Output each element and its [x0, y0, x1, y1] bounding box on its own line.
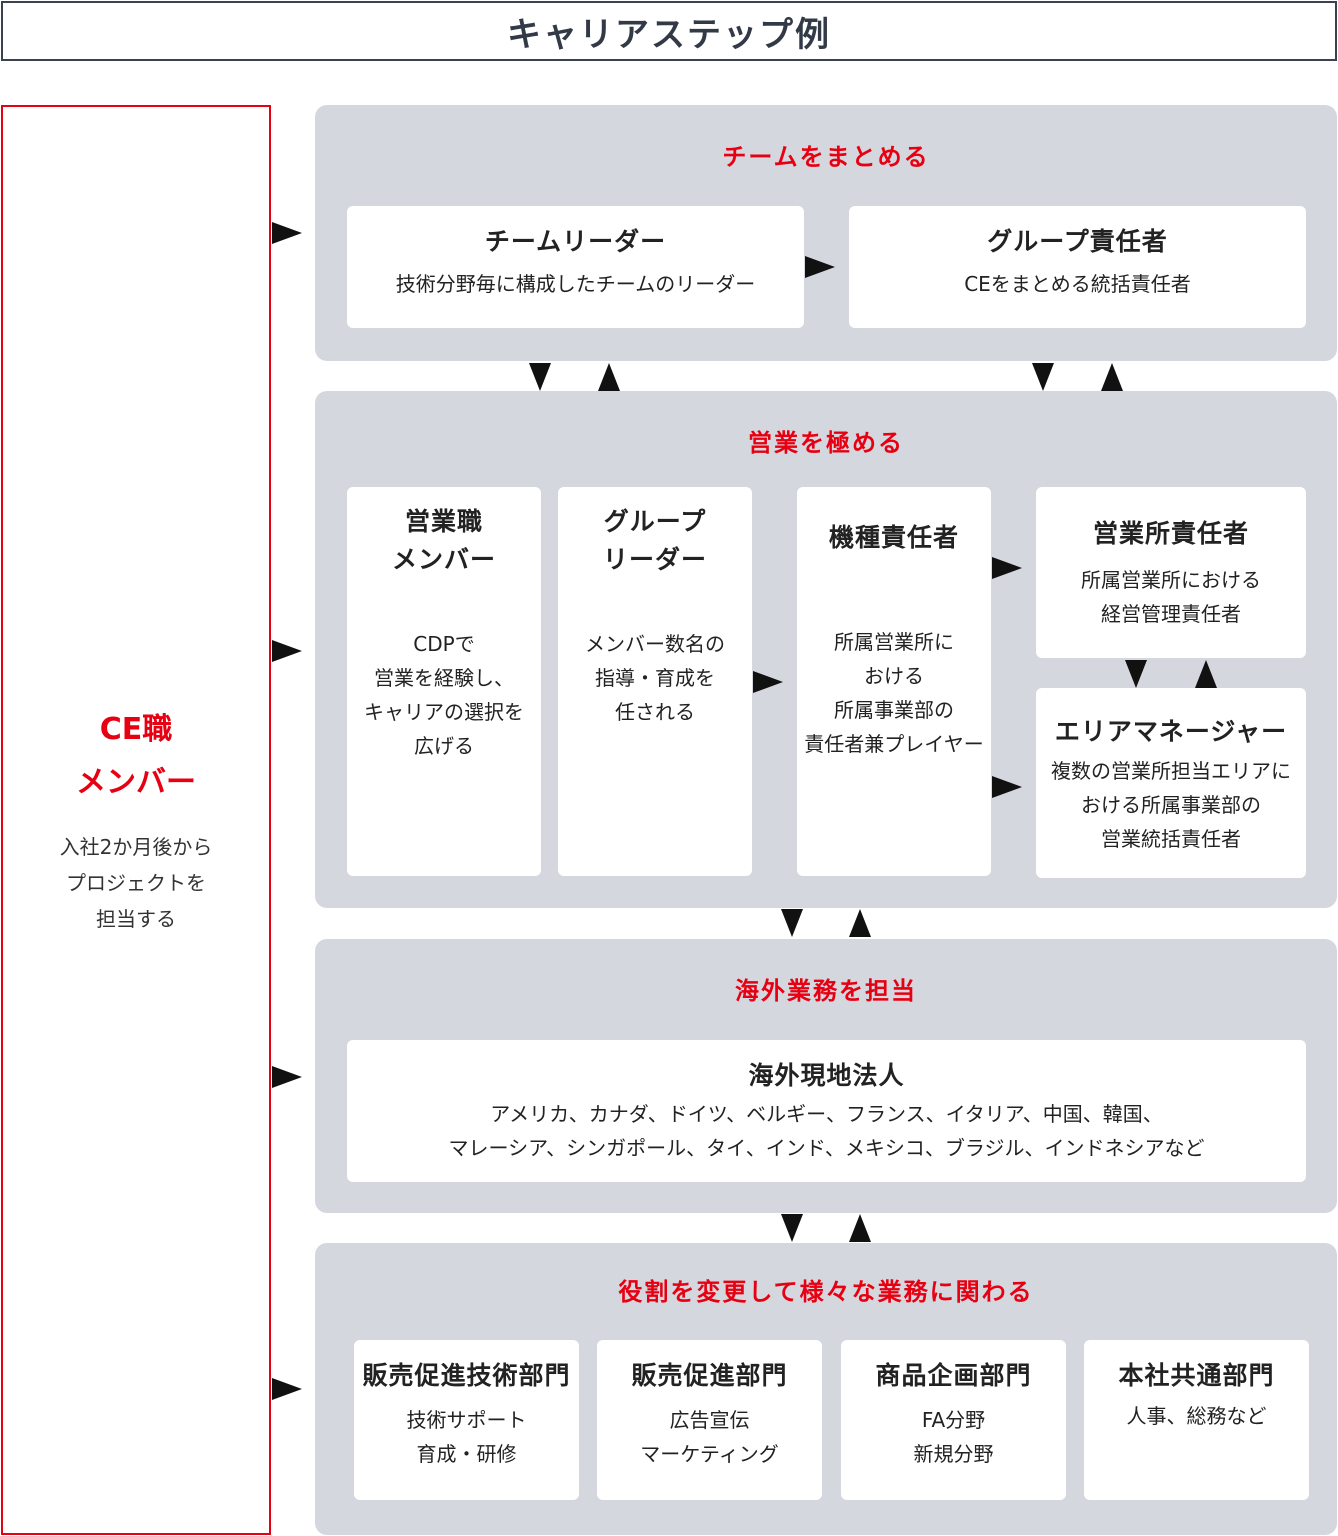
- card-desc: 任される: [615, 700, 695, 724]
- panel-title: 営業を極める: [748, 429, 904, 457]
- card-desc: FA分野: [921, 1408, 986, 1432]
- right-arrow-icon: [753, 671, 783, 693]
- right-arrow-icon: [272, 1378, 302, 1400]
- card-desc: 複数の営業所担当エリアに: [1051, 759, 1291, 783]
- card-title: 販売促進技術部門: [362, 1361, 571, 1390]
- panel-team-lead: チームをまとめる チームリーダー 技術分野毎に構成したチームのリーダー グループ…: [315, 105, 1337, 361]
- card-desc: 人事、総務など: [1126, 1404, 1267, 1428]
- card-title-line2: リーダー: [602, 545, 707, 574]
- up-arrow-icon: [598, 363, 620, 391]
- card-title: 本社共通部門: [1118, 1361, 1275, 1390]
- card-title: 商品企画部門: [875, 1361, 1032, 1390]
- card-title: 機種責任者: [828, 523, 959, 552]
- page-title-box: キャリアステップ例: [1, 1, 1337, 61]
- card-desc: 技術サポート: [406, 1408, 527, 1432]
- card-area-manager: エリアマネージャー 複数の営業所担当エリアに おける所属事業部の 営業統括責任者: [1036, 688, 1306, 878]
- card-title: 海外現地法人: [748, 1061, 905, 1090]
- card-product-planning: 商品企画部門 FA分野 新規分野: [841, 1340, 1066, 1500]
- up-arrow-icon: [1195, 660, 1217, 688]
- card-head-office: 本社共通部門 人事、総務など: [1084, 1340, 1309, 1500]
- up-arrow-icon: [849, 909, 871, 937]
- card-group-leader: グループ リーダー メンバー数名の 指導・育成を 任される: [558, 487, 752, 876]
- right-arrow-icon: [805, 256, 835, 278]
- panel-various-roles: 役割を変更して様々な業務に関わる 販売促進技術部門 技術サポート 育成・研修 販…: [315, 1243, 1337, 1535]
- card-team-leader: チームリーダー 技術分野毎に構成したチームのリーダー: [347, 206, 804, 328]
- card-desc: おける所属事業部の: [1081, 793, 1261, 817]
- card-title-line2: メンバー: [391, 545, 496, 574]
- card-desc: 責任者兼プレイヤー: [804, 732, 984, 756]
- card-desc: 広げる: [414, 734, 474, 758]
- card-desc: アメリカ、カナダ、ドイツ、ベルギー、フランス、イタリア、中国、韓国、: [490, 1102, 1163, 1126]
- card-desc: 営業を経験し、: [374, 666, 514, 690]
- ce-member-title-line2: メンバー: [76, 765, 196, 800]
- down-arrow-icon: [1032, 363, 1054, 391]
- ce-member-title: CE職: [99, 712, 173, 747]
- card-desc: 所属営業所に: [834, 630, 954, 654]
- card-title: グループ: [603, 507, 707, 536]
- card-desc: おける: [864, 664, 924, 688]
- card-title: チームリーダー: [484, 227, 667, 256]
- right-arrow-icon: [272, 222, 302, 244]
- panel-title: 海外業務を担当: [735, 977, 917, 1005]
- card-desc: マーケティング: [640, 1442, 779, 1466]
- ce-member-desc-line2: プロジェクトを: [66, 871, 206, 895]
- card-desc: 経営管理責任者: [1101, 602, 1241, 626]
- card-title: エリアマネージャー: [1054, 717, 1288, 746]
- up-arrow-icon: [1101, 363, 1123, 391]
- down-arrow-icon: [781, 1214, 803, 1242]
- ce-member-desc-line3: 担当する: [96, 907, 176, 931]
- card-desc: 育成・研修: [416, 1442, 517, 1466]
- card-desc: 営業統括責任者: [1101, 827, 1241, 851]
- panel-title: 役割を変更して様々な業務に関わる: [618, 1278, 1034, 1306]
- card-desc: キャリアの選択を: [364, 700, 524, 724]
- card-desc: 指導・育成を: [595, 666, 715, 690]
- down-arrow-icon: [781, 909, 803, 937]
- card-title: 販売促進部門: [631, 1361, 788, 1390]
- right-arrow-icon: [992, 557, 1022, 579]
- panel-overseas: 海外業務を担当 海外現地法人 アメリカ、カナダ、ドイツ、ベルギー、フランス、イタ…: [315, 939, 1337, 1213]
- page-title: キャリアステップ例: [507, 14, 831, 55]
- card-desc: CEをまとめる統括責任者: [964, 272, 1191, 296]
- panel-sales: 営業を極める 営業職 メンバー CDPで 営業を経験し、 キャリアの選択を 広げ…: [315, 391, 1337, 908]
- ce-member-box: CE職 メンバー 入社2か月後から プロジェクトを 担当する: [1, 105, 271, 1535]
- card-desc: 所属事業部の: [834, 698, 954, 722]
- card-desc: 技術分野毎に構成したチームのリーダー: [395, 272, 756, 296]
- card-desc: マレーシア、シンガポール、タイ、インド、メキシコ、ブラジル、インドネシアなど: [448, 1136, 1205, 1160]
- card-group-manager: グループ責任者 CEをまとめる統括責任者: [849, 206, 1306, 328]
- card-desc: 所属営業所における: [1081, 568, 1261, 592]
- up-arrow-icon: [849, 1214, 871, 1242]
- down-arrow-icon: [1125, 660, 1147, 688]
- right-arrow-icon: [272, 640, 302, 662]
- card-sales-member: 営業職 メンバー CDPで 営業を経験し、 キャリアの選択を 広げる: [347, 487, 541, 876]
- card-desc: メンバー数名の: [585, 632, 725, 656]
- ce-member-desc-line1: 入社2か月後から: [59, 835, 213, 859]
- card-desc: 広告宣伝: [669, 1408, 750, 1432]
- card-title: 営業職: [404, 507, 483, 536]
- down-arrow-icon: [529, 363, 551, 391]
- card-desc: 新規分野: [913, 1442, 994, 1466]
- card-overseas-subsidiaries: 海外現地法人 アメリカ、カナダ、ドイツ、ベルギー、フランス、イタリア、中国、韓国…: [347, 1040, 1306, 1182]
- card-title: グループ責任者: [987, 227, 1168, 256]
- right-arrow-icon: [272, 1066, 302, 1088]
- card-sales-promotion: 販売促進部門 広告宣伝 マーケティング: [597, 1340, 822, 1500]
- card-branch-manager: 営業所責任者 所属営業所における 経営管理責任者: [1036, 487, 1306, 658]
- card-desc: CDPで: [413, 632, 475, 656]
- card-sales-promotion-tech: 販売促進技術部門 技術サポート 育成・研修: [354, 1340, 579, 1500]
- card-title: 営業所責任者: [1092, 519, 1249, 548]
- card-model-manager: 機種責任者 所属営業所に おける 所属事業部の 責任者兼プレイヤー: [797, 487, 991, 876]
- panel-title: チームをまとめる: [722, 143, 930, 171]
- right-arrow-icon: [992, 776, 1022, 798]
